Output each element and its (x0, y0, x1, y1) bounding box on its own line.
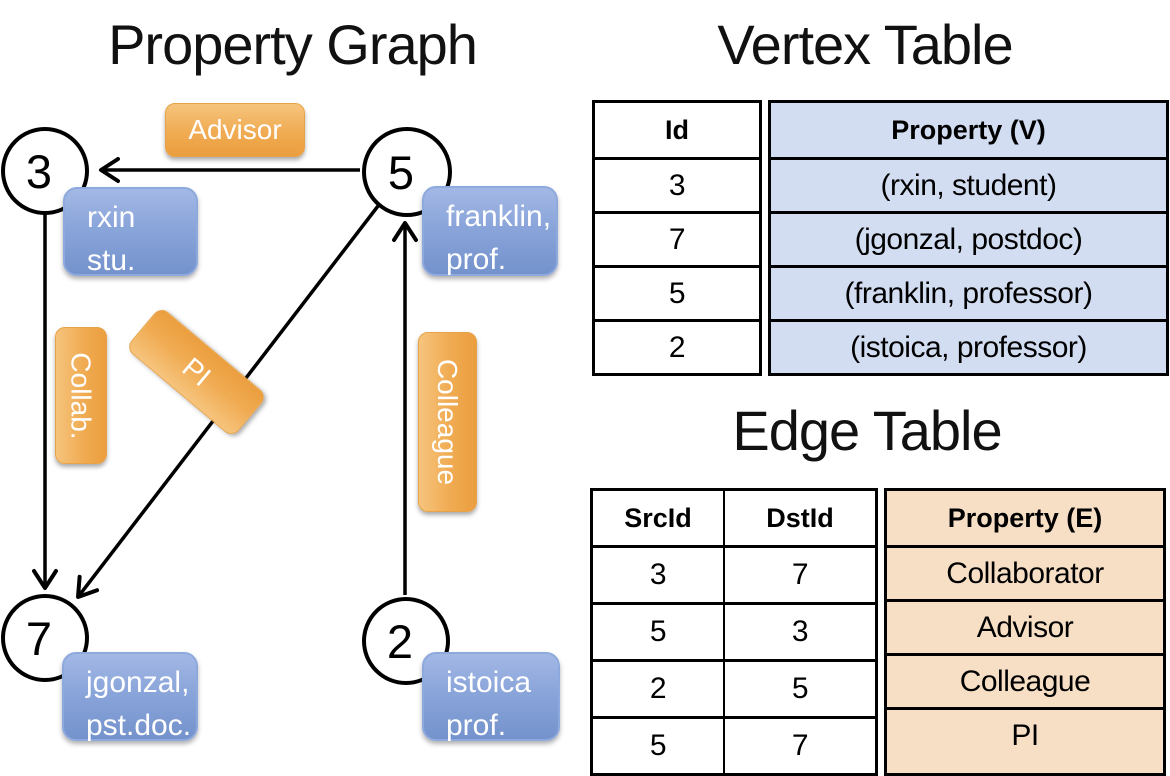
table-header-row: SrcId DstId (593, 491, 875, 545)
table-cell-id: 7 (595, 211, 759, 265)
table-row: 5 7 (593, 716, 875, 773)
vertex-property-line: jgonzal, (86, 666, 190, 699)
table-cell-property: Colleague (887, 653, 1163, 707)
table-cell-srcid: 5 (649, 729, 667, 762)
table-cell-id: 5 (595, 265, 759, 319)
vertex-property-box-2: istoica prof. (422, 652, 560, 742)
property-graph-title: Property Graph (108, 13, 478, 76)
column-header-property-e: Property (E) (947, 502, 1103, 533)
vertex-property-box-3: rxin stu. (63, 187, 198, 277)
table-cell-property: Collaborator (887, 545, 1163, 599)
node-id-label: 2 (386, 614, 414, 668)
table-cell-dstid: 3 (723, 605, 875, 659)
vertex-property-line: prof. (446, 708, 507, 742)
edge-table-title: Edge Table (732, 399, 1002, 462)
edge-label-advisor: Advisor (165, 103, 305, 157)
vertex-table-id-column: Id 3 7 5 2 (592, 100, 762, 376)
vertex-property-line: pst.doc. (86, 708, 192, 742)
column-header-srcid: SrcId (624, 502, 692, 533)
table-cell-srcid: 3 (649, 558, 667, 591)
edge-label-text: Colleague (432, 358, 464, 486)
table-cell-srcid: 5 (649, 615, 667, 648)
vertex-table-title: Vertex Table (717, 13, 1013, 76)
edge-label-text: Advisor (188, 114, 282, 145)
table-cell-property: Advisor (887, 599, 1163, 653)
table-cell-property: (rxin, student) (771, 157, 1166, 211)
node-id-label: 5 (387, 145, 415, 199)
table-cell-id: 2 (595, 319, 759, 373)
table-row: 2 5 (593, 659, 875, 716)
vertex-property-line: istoica (446, 666, 532, 699)
vertex-table: Id 3 7 5 2 Property (V) (rxin, student) … (592, 100, 1169, 376)
vertex-property-line: franklin, (446, 200, 552, 233)
table-cell-property: (istoica, professor) (771, 319, 1166, 373)
column-header-id: Id (665, 114, 689, 145)
table-cell-id: 3 (595, 157, 759, 211)
table-cell-dstid: 7 (723, 548, 875, 602)
table-cell-property: PI (887, 707, 1163, 761)
edge-table-property-column: Property (E) Collaborator Advisor Collea… (884, 488, 1166, 776)
graph-node-5: 5 (362, 127, 452, 217)
node-id-label: 7 (25, 611, 53, 665)
table-cell-dstid: 7 (723, 719, 875, 773)
table-cell-srcid: 2 (649, 672, 667, 705)
edge-label-collab: Collab. (55, 327, 107, 464)
vertex-property-line: prof. (446, 242, 507, 276)
edge-table: SrcId DstId 3 7 5 3 2 5 5 7 Property (E)… (590, 488, 1166, 776)
column-header-property-v: Property (V) (891, 114, 1046, 145)
edge-label-colleague: Colleague (418, 332, 477, 512)
table-cell-dstid: 5 (723, 662, 875, 716)
edge-label-text: Collab. (66, 351, 98, 440)
table-cell-property: (franklin, professor) (771, 265, 1166, 319)
graph-node-2: 2 (362, 597, 450, 685)
table-cell-property: (jgonzal, postdoc) (771, 211, 1166, 265)
vertex-property-box-5: franklin, prof. (422, 186, 558, 276)
node-id-label: 3 (25, 144, 53, 198)
column-header-dstid: DstId (723, 491, 875, 545)
edge-table-ids-columns: SrcId DstId 3 7 5 3 2 5 5 7 (590, 488, 878, 776)
vertex-property-box-7: jgonzal, pst.doc. (62, 652, 198, 742)
edge-label-text: PI (176, 351, 217, 392)
table-row: 5 3 (593, 602, 875, 659)
vertex-property-line: rxin (87, 201, 136, 234)
table-row: 3 7 (593, 545, 875, 602)
vertex-property-line: stu. (87, 243, 136, 277)
vertex-table-property-column: Property (V) (rxin, student) (jgonzal, p… (768, 100, 1169, 376)
